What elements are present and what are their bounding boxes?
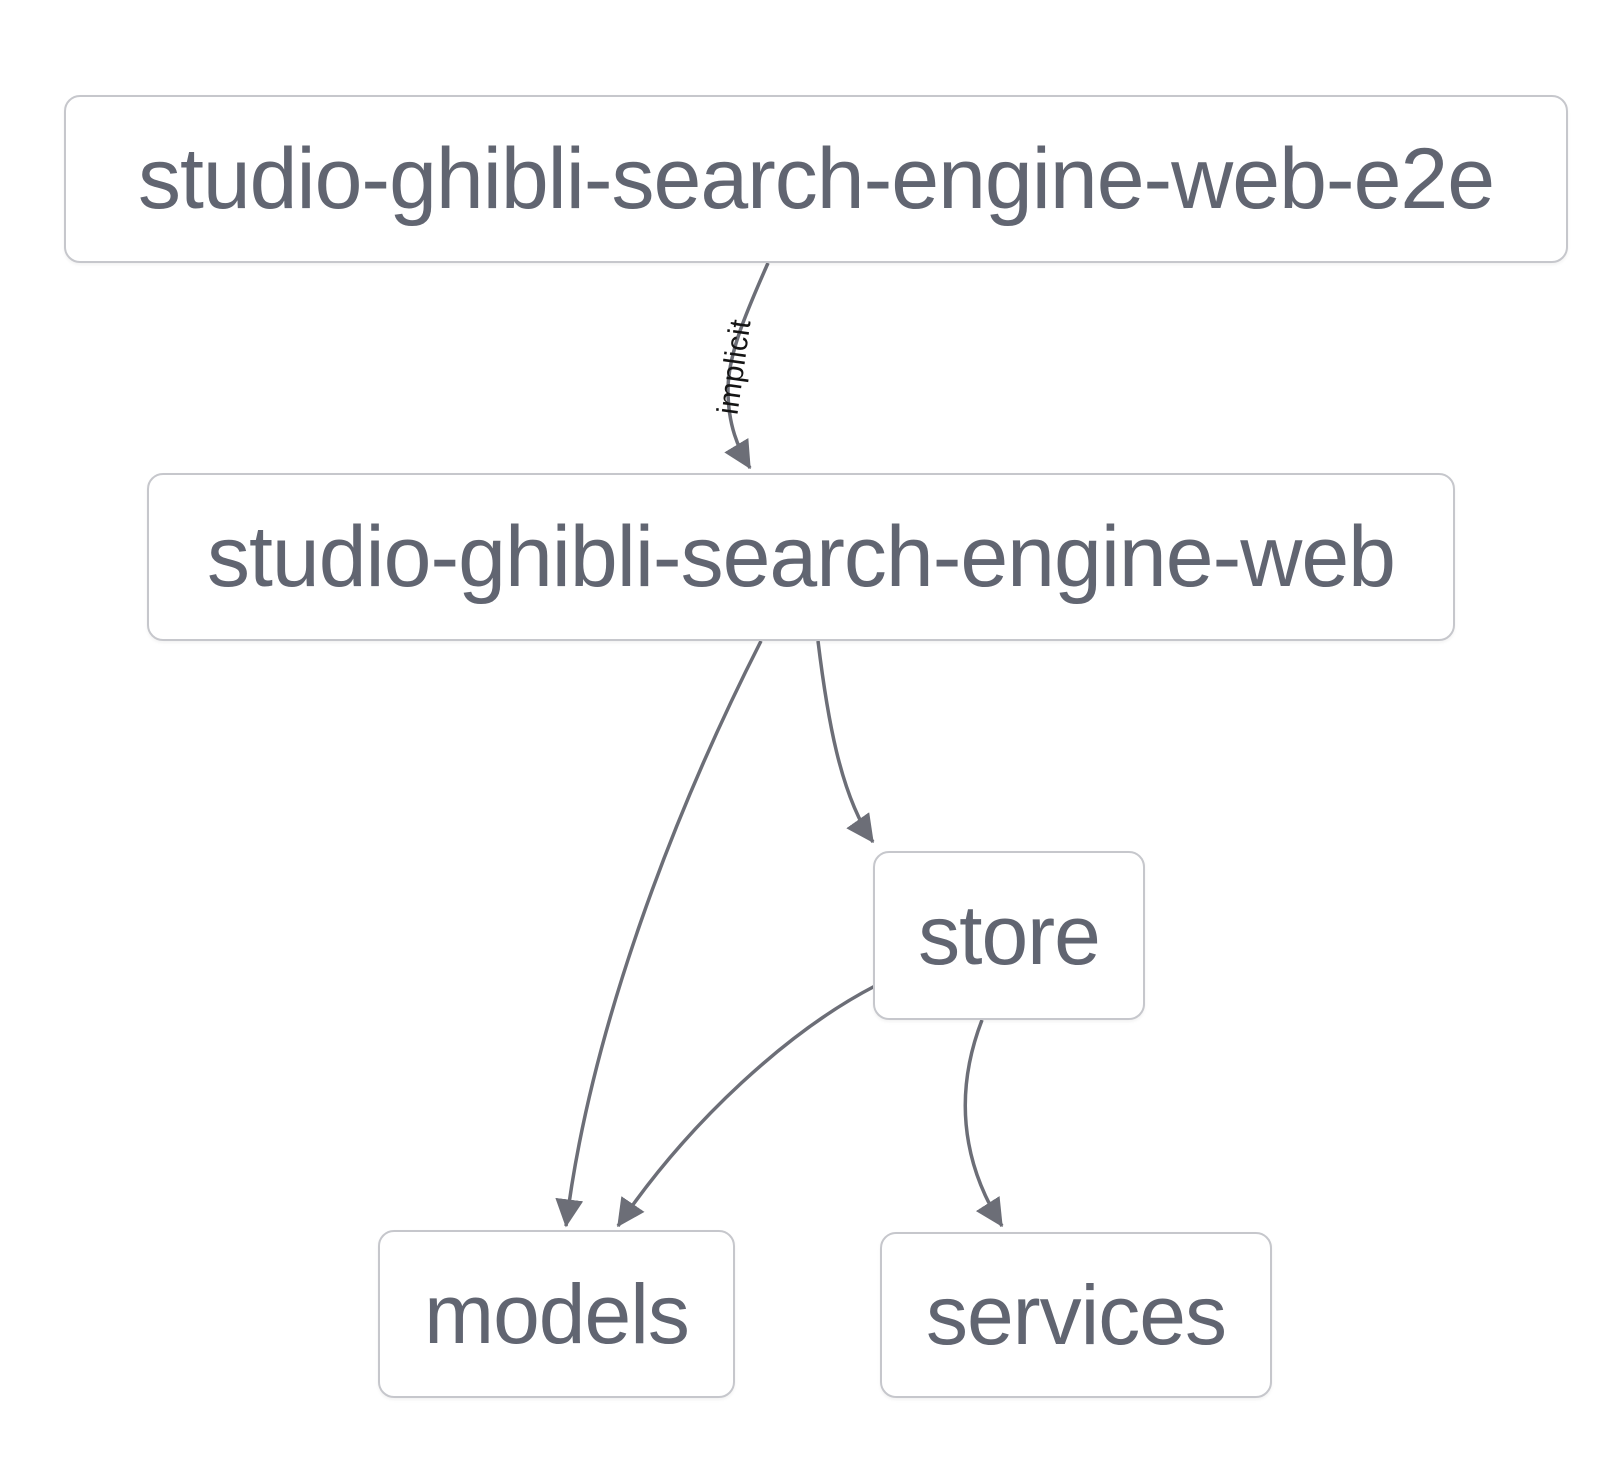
- node-studio-ghibli-search-engine-web[interactable]: studio-ghibli-search-engine-web: [147, 473, 1455, 641]
- node-label: services: [925, 1267, 1227, 1362]
- edge-web-to-store: [816, 640, 875, 844]
- node-models[interactable]: models: [378, 1230, 735, 1398]
- node-services[interactable]: services: [880, 1232, 1272, 1398]
- node-studio-ghibli-search-engine-web-e2e[interactable]: studio-ghibli-search-engine-web-e2e: [64, 95, 1568, 263]
- node-store[interactable]: store: [873, 851, 1145, 1020]
- node-label: models: [424, 1266, 690, 1361]
- node-label: store: [918, 888, 1101, 982]
- edge-web-to-models: [555, 640, 763, 1228]
- node-label: studio-ghibli-search-engine-web-e2e: [137, 130, 1495, 227]
- edge-e2e-to-web: [724, 262, 770, 470]
- node-label: studio-ghibli-search-engine-web: [207, 508, 1396, 605]
- edge-store-to-models: [616, 984, 876, 1228]
- edge-store-to-services: [963, 1019, 1004, 1228]
